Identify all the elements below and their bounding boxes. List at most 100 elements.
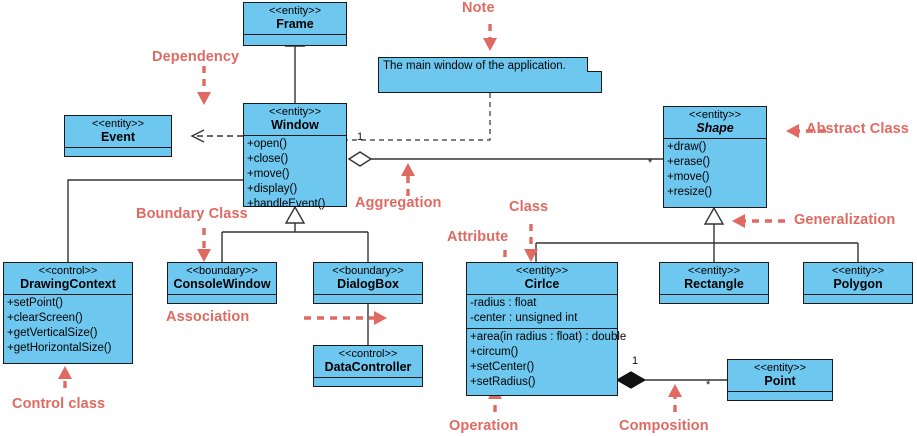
class-name: Shape — [696, 121, 734, 136]
annotation-association: Association — [166, 309, 250, 325]
class-name: DrawingContext — [20, 277, 116, 292]
class-name: DialogBox — [337, 277, 399, 292]
operation-item: +getHorizontalSize() — [7, 342, 112, 355]
association-window-to-drawingcontext — [67, 179, 243, 262]
aggregation-window-to-shape — [347, 151, 663, 167]
operation-item: +area(in radius : float) : double — [470, 331, 627, 344]
generalization-shapes-to-shape — [535, 206, 859, 262]
class-operations-compartment: +open() +close() +move() +display() +han… — [244, 135, 346, 214]
operation-item: +circum() — [470, 346, 519, 359]
operation-item: +clearScreen() — [7, 312, 83, 325]
operation-item: +close() — [247, 153, 289, 166]
class-header-circle: <<entity>> Cirlce — [467, 263, 617, 294]
annotation-attribute: Attribute — [447, 229, 509, 245]
attribute-item: -center : unsigned int — [470, 312, 578, 325]
class-stereotype: <<entity>> — [92, 118, 144, 130]
class-header-event: <<entity>> Event — [65, 116, 171, 147]
class-attributes-compartment — [314, 294, 422, 305]
operation-item: +draw() — [667, 141, 707, 154]
class-name: Rectangle — [684, 277, 744, 292]
class-box-event[interactable]: <<entity>> Event — [64, 115, 172, 157]
annotation-class: Class — [509, 199, 549, 215]
multiplicity-circle-point-target: * — [706, 379, 711, 391]
operation-item: +setRadius() — [470, 376, 536, 388]
class-attributes-compartment — [244, 34, 346, 45]
class-box-shape[interactable]: <<entity>> Shape +draw() +erase() +move(… — [663, 106, 767, 208]
class-box-point[interactable]: <<entity>> Point — [727, 359, 833, 401]
class-stereotype: <<entity>> — [516, 265, 568, 277]
class-stereotype: <<control>> — [338, 348, 398, 360]
operation-item: +getVerticalSize() — [7, 327, 98, 340]
dependency-window-to-event — [190, 129, 243, 143]
class-stereotype: <<entity>> — [832, 265, 884, 277]
annotation-boundary-class: Boundary Class — [136, 206, 248, 222]
annotation-generalization: Generalization — [794, 212, 896, 228]
class-header-frame: <<entity>> Frame — [244, 3, 346, 34]
generalization-boundary-to-window — [221, 205, 369, 262]
class-attributes-compartment — [168, 294, 276, 305]
class-operations-compartment: +setPoint() +clearScreen() +getVerticalS… — [4, 294, 132, 358]
annotation-dependency: Dependency — [152, 49, 240, 65]
operation-item: +display() — [247, 183, 298, 196]
multiplicity-window-shape-source: 1 — [357, 131, 364, 143]
operation-item: +resize() — [667, 186, 713, 199]
class-name: Event — [100, 130, 136, 145]
operation-item: +setCenter() — [470, 361, 535, 374]
class-name: DataController — [324, 360, 412, 375]
note-text: The main window of the application. — [383, 60, 566, 72]
class-name: Window — [271, 118, 319, 133]
annotation-note: Note — [462, 0, 495, 16]
annotation-operation: Operation — [449, 418, 519, 434]
class-header-dialogbox: <<boundary>> DialogBox — [314, 263, 422, 294]
uml-note[interactable]: The main window of the application. — [378, 57, 602, 93]
class-attributes-compartment — [728, 391, 832, 402]
attribute-item: -radius : float — [470, 297, 537, 310]
class-stereotype: <<entity>> — [688, 265, 740, 277]
class-stereotype: <<entity>> — [689, 109, 741, 121]
class-box-consolewindow[interactable]: <<boundary>> ConsoleWindow — [167, 262, 277, 304]
class-box-dialogbox[interactable]: <<boundary>> DialogBox — [313, 262, 423, 304]
class-header-rectangle: <<entity>> Rectangle — [660, 263, 768, 294]
class-name: Frame — [276, 17, 314, 32]
note-fold-corner-icon — [587, 57, 602, 72]
class-operations-compartment: +area(in radius : float) : double +circu… — [467, 328, 627, 392]
annotation-aggregation: Aggregation — [355, 195, 442, 211]
operation-item: +move() — [667, 171, 710, 184]
class-attributes-compartment — [660, 294, 768, 305]
class-box-drawingcontext[interactable]: <<control>> DrawingContext +setPoint() +… — [3, 262, 133, 364]
annotation-control-class: Control class — [12, 396, 106, 412]
class-box-window[interactable]: <<entity>> Window +open() +close() +move… — [243, 103, 347, 210]
class-box-datacontroller[interactable]: <<control>> DataController — [313, 345, 423, 387]
annotation-composition: Composition — [619, 418, 709, 434]
class-box-rectangle[interactable]: <<entity>> Rectangle — [659, 262, 769, 304]
composition-circle-to-point — [615, 371, 727, 389]
class-box-circle[interactable]: <<entity>> Cirlce -radius : float -cente… — [466, 262, 627, 396]
class-name: Polygon — [833, 277, 883, 292]
class-header-consolewindow: <<boundary>> ConsoleWindow — [168, 263, 276, 294]
class-header-window: <<entity>> Window — [244, 104, 346, 135]
class-stereotype: <<boundary>> — [186, 265, 258, 277]
class-header-point: <<entity>> Point — [728, 360, 832, 391]
class-operations-compartment: +draw() +erase() +move() +resize() — [664, 138, 766, 202]
annotation-abstract-class: Abstract Class — [806, 121, 909, 137]
class-attributes-compartment — [314, 377, 422, 388]
class-header-polygon: <<entity>> Polygon — [804, 263, 912, 294]
operation-item: +erase() — [667, 156, 711, 169]
class-stereotype: <<boundary>> — [332, 265, 404, 277]
class-box-frame[interactable]: <<entity>> Frame — [243, 2, 347, 46]
class-name: ConsoleWindow — [173, 277, 271, 292]
class-attributes-compartment — [65, 147, 171, 158]
class-stereotype: <<control>> — [38, 265, 98, 277]
class-name: Point — [764, 374, 796, 389]
class-attributes-compartment — [804, 294, 912, 305]
class-name: Cirlce — [524, 277, 560, 292]
operation-item: +setPoint() — [7, 297, 63, 310]
multiplicity-window-shape-target: * — [648, 157, 653, 169]
class-stereotype: <<entity>> — [754, 362, 806, 374]
class-box-polygon[interactable]: <<entity>> Polygon — [803, 262, 913, 304]
note-anchor-line — [340, 93, 491, 141]
class-stereotype: <<entity>> — [269, 106, 321, 118]
class-attributes-compartment: -radius : float -center : unsigned int — [467, 294, 617, 328]
